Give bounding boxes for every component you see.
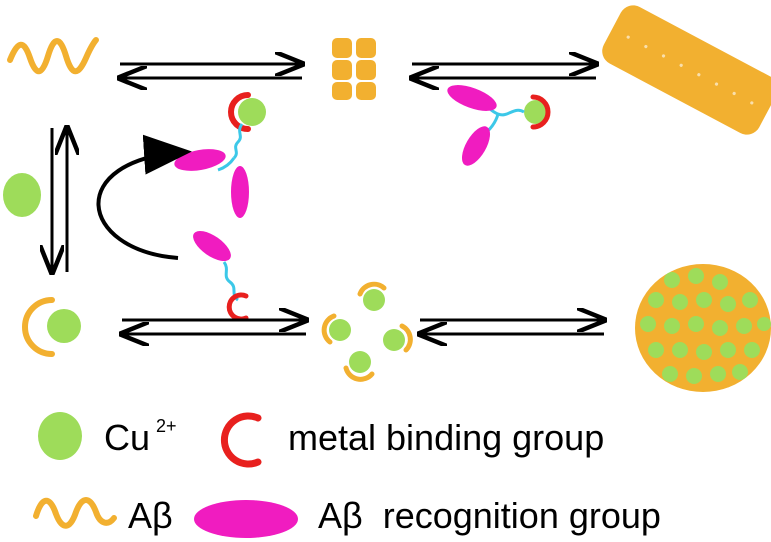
equilibrium-arrow-3 — [122, 320, 306, 334]
ligand-cu-complex-icon-2 — [447, 85, 551, 166]
equilibrium-arrow-2 — [412, 64, 596, 78]
legend-recognition-label: Aβ recognition group — [318, 495, 661, 536]
equilibrium-arrow-1 — [120, 64, 302, 78]
legend-copper-icon — [38, 412, 82, 460]
legend-abeta-icon — [33, 497, 117, 529]
equilibrium-arrow-vertical — [52, 128, 67, 272]
legend-cu-charge: 2+ — [156, 416, 177, 436]
legend-abeta-label: Aβ — [128, 495, 173, 536]
legend-metal-label: metal binding group — [288, 417, 604, 458]
cu-abeta-complex-icon — [22, 297, 81, 357]
copper-ion-icon — [3, 173, 41, 217]
abeta-fibril-icon — [602, 5, 771, 135]
legend-cu-label: Cu — [104, 417, 150, 458]
cu-abeta-oligomer-icon — [321, 281, 413, 382]
abeta-oligomer-icon — [332, 38, 376, 100]
legend-recognition-icon — [194, 500, 298, 538]
equilibrium-arrow-4 — [420, 320, 604, 334]
abeta-monomer-icon — [7, 37, 99, 75]
bifunctional-ligand-icon — [193, 230, 249, 322]
amorphous-aggregate-icon — [635, 264, 771, 392]
ligand-cu-complex-icon — [174, 92, 266, 218]
chelation-curved-arrow — [96, 134, 192, 260]
legend-metal-binder-icon — [220, 412, 262, 468]
